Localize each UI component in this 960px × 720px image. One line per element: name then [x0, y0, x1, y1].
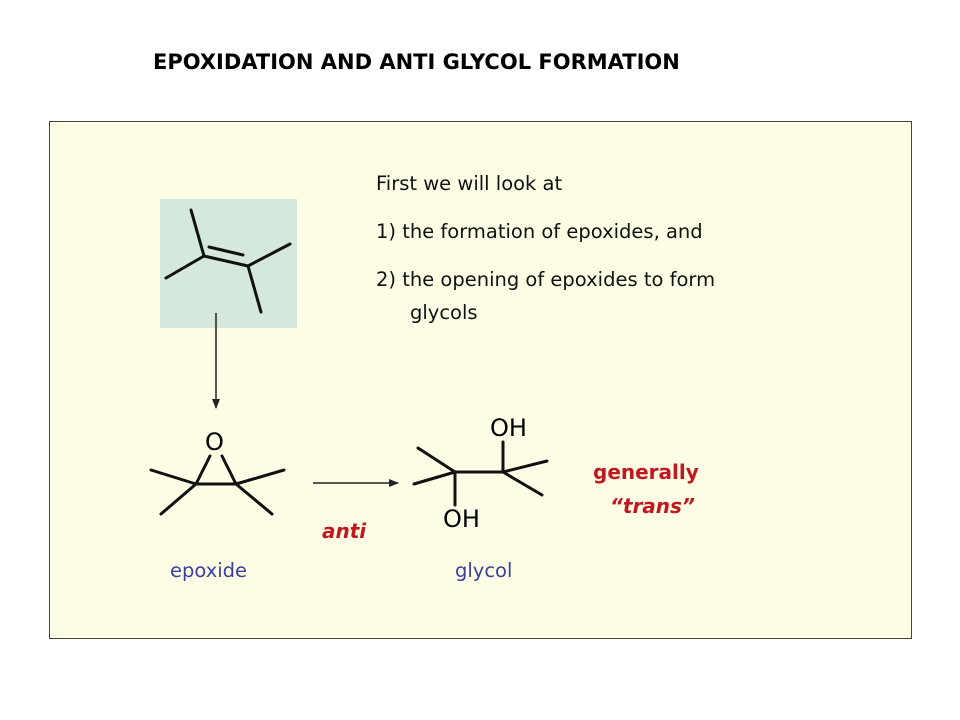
alkene-double-bond-second [207, 245, 245, 257]
alkene-bond-upper-methyl [189, 208, 206, 258]
epoxide-bond-right-up [234, 468, 286, 486]
generally-label: generally [593, 460, 699, 484]
trans-label: “trans” [610, 494, 695, 518]
glycol-oh-bottom: OH [443, 505, 480, 533]
epoxide-bond-o-right [220, 454, 238, 486]
intro-line-3: 2) the opening of epoxides to form [376, 268, 716, 291]
epoxide-oxygen-atom: O [205, 428, 224, 456]
intro-line-2: 1) the formation of epoxides, and [376, 220, 703, 243]
glycol-bond-left-up [416, 446, 457, 474]
glycol-structure [412, 440, 549, 507]
page-title: EPOXIDATION AND ANTI GLYCOL FORMATION [153, 50, 680, 74]
epoxide-label: epoxide [170, 559, 248, 582]
anti-condition-label: anti [322, 519, 367, 543]
glycol-bond-right-up [501, 459, 549, 474]
epoxide-bond-right-down [234, 482, 274, 516]
epoxide-bond-left-up [149, 468, 198, 486]
glycol-label: glycol [455, 559, 513, 582]
alkene-bond-lower-methyl [246, 264, 263, 314]
alkene-highlight-box [160, 199, 297, 328]
alkene-double-bond-main [202, 254, 250, 268]
glycol-bond-right-down [501, 470, 544, 497]
alkene-bond-right-methyl [246, 242, 292, 268]
glycol-bond-left-down [412, 470, 457, 486]
intro-line-4: glycols [410, 301, 478, 324]
epoxide-bond-left-down [159, 482, 198, 516]
epoxide-bond-o-left [194, 454, 212, 486]
alkene-structure [164, 208, 292, 314]
alkene-bond-left-methyl [164, 254, 206, 280]
epoxide-structure [149, 454, 286, 516]
intro-line-1: First we will look at [376, 172, 563, 195]
glycol-oh-top: OH [490, 414, 527, 442]
